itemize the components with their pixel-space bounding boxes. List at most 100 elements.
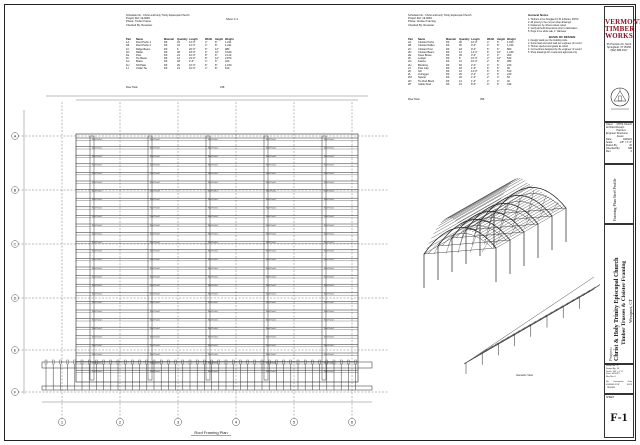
schedule-left-table-cell: 8" (215, 63, 218, 67)
schedule-right: Schedule No.: Christ and Holy Trinity Ep… (408, 14, 548, 106)
schedule-right-table-cell: 430 (507, 82, 512, 86)
schedule-left-table-cell: 1,221 (225, 44, 232, 48)
purlin-tag: Roof Purlin 1 (92, 251, 102, 253)
purlin-tag: Roof Purlin 1 (92, 259, 102, 261)
schedule-right-table-cell: 1'-0" (471, 76, 477, 80)
sheet-info-line: Date: 03/2021 (606, 373, 620, 376)
field-label: Scale: (606, 141, 613, 144)
schedule-right-table-cell: 8'-0" (471, 82, 477, 86)
grid-bubble (232, 418, 240, 426)
revision-cell: ISSUED FOR REVIEW (607, 383, 620, 389)
grid-bubble (11, 388, 19, 396)
truss-rafter-band (147, 135, 153, 381)
schedule-right-header-line: Checked By: Reviewer (408, 23, 435, 27)
purlin-tag: Roof Purlin 1 (324, 362, 334, 364)
purlin-tag: Roof Purlin 1 (208, 165, 218, 167)
schedule-right-table-cell: 40 (459, 41, 462, 45)
schedule-right-table-cell: 6" (497, 66, 500, 70)
purlin-tag: Roof Purlin 1 (208, 190, 218, 192)
purlin-tag: Roof Purlin 1 (92, 362, 102, 364)
field-label: Rev: (606, 150, 612, 153)
purlin-tag: Roof Purlin 1 (266, 285, 276, 287)
schedule-right-table-cell: 3'-0" (471, 73, 477, 77)
schedule-right-table-cell: Cloister Rafter (418, 44, 435, 48)
field-label: Date: (606, 138, 612, 141)
field-value: 0 (630, 150, 632, 153)
purlin-tag: Roof Purlin 1 (150, 285, 160, 287)
schedule-right-table-cell: 300 (507, 54, 512, 58)
schedule-right-table-cell: 510 (507, 70, 512, 74)
plan-title: Roof Framing Plan (194, 430, 227, 435)
schedule-left-column-header: Material (164, 38, 174, 41)
schedule-left-table-cell: Brace (136, 60, 143, 64)
truss-rafter-band (205, 135, 211, 381)
schedule-right-table-cell: 6" (497, 70, 500, 74)
field-label: Architect: (606, 126, 617, 129)
truss-web (539, 195, 547, 213)
grid-bubble (290, 418, 298, 426)
purlin-tag: Roof Purlin 1 (208, 139, 218, 141)
iso-purlin (455, 180, 526, 221)
schedule-right-table-cell: 10 (459, 60, 462, 64)
schedule-left-table-cell: 12" (215, 57, 219, 61)
purlin-tag: Roof Purlin 1 (150, 173, 160, 175)
truss-web (503, 201, 511, 215)
schedule-left-table-cell: 48 (177, 50, 180, 54)
purlin-tag: Roof Purlin 1 (324, 190, 334, 192)
purlin-tag: Roof Purlin 1 (266, 225, 276, 227)
purlin-tag: Roof Purlin 1 (150, 165, 160, 167)
purlin-tag: Roof Purlin 1 (92, 328, 102, 330)
purlin-tag: Roof Purlin 1 (92, 182, 102, 184)
schedule-right-table-cell: 2'-0" (471, 63, 477, 67)
purlin-tag: Roof Purlin 1 (208, 259, 218, 261)
sheet-info-line: Rev No: 0 (606, 376, 616, 379)
schedule-right-header-line: Schedule No.: Christ and Holy Trinity Ep… (408, 14, 472, 17)
purlin-tag: Roof Purlin 1 (324, 354, 334, 356)
purlin-tag: Roof Purlin 1 (92, 233, 102, 235)
schedule-left-table-cell: 8" (215, 44, 218, 48)
schedule-right-table-cell: 18 (459, 66, 462, 70)
truss-web (497, 219, 505, 237)
schedule-left-table-cell: 1A (126, 41, 130, 45)
grid-bubble (58, 418, 66, 426)
schedule-left-table-cell: Roof Purlin 1 (136, 41, 151, 45)
sheet-label: SHEET (606, 396, 615, 399)
sheet-info-line: Drawn By: JK (606, 367, 620, 370)
grid-number: 4 (235, 419, 238, 424)
cloister-iso-fascia (481, 276, 595, 353)
company-name-line3: WORKS (605, 32, 633, 40)
schedule-right-table-cell: DF (446, 57, 450, 61)
truss-web (485, 213, 493, 238)
schedule-left-table-cell: 8" (215, 66, 218, 70)
schedule-right-table-cell: 36 (459, 44, 462, 48)
title-block-side-label: Framing Plan Steel Profile (604, 164, 634, 224)
iso-purlin (481, 198, 552, 239)
schedule-left-table-cell: Roof Purlin 2 (136, 44, 151, 48)
schedule-left-table-cell: 8" (215, 54, 218, 58)
purlin-tag: Roof Purlin 1 (324, 199, 334, 201)
field-value: MB (628, 147, 632, 150)
purlin-tag: Roof Purlin 1 (324, 242, 334, 244)
grid-number: 6 (351, 419, 354, 424)
truss-web (471, 221, 479, 246)
schedule-left-table-cell: 3,640 (225, 50, 232, 54)
schedule-left-table-cell: 48 (177, 60, 180, 64)
title-block-field: Architect:Design Partners (605, 126, 633, 132)
schedule-right-table-cell: 4" (487, 63, 490, 67)
sheet-number: F-1 (610, 410, 628, 424)
field-value: JK (629, 144, 632, 147)
title-block-field: Checked By:MB (605, 147, 633, 150)
sheet-info-line: Scale: 1/8" = 1'-0" (606, 370, 624, 373)
schedule-left-table-cell: 18'-6" (189, 50, 196, 54)
grid-letter: B (14, 188, 17, 192)
truss-web (515, 195, 523, 214)
schedule-left-table-cell: DF (164, 54, 168, 58)
truss-web (433, 241, 441, 255)
schedule-left-table-cell: 12 (177, 57, 180, 61)
schedule-left-table-cell: 1,150 (225, 63, 232, 67)
